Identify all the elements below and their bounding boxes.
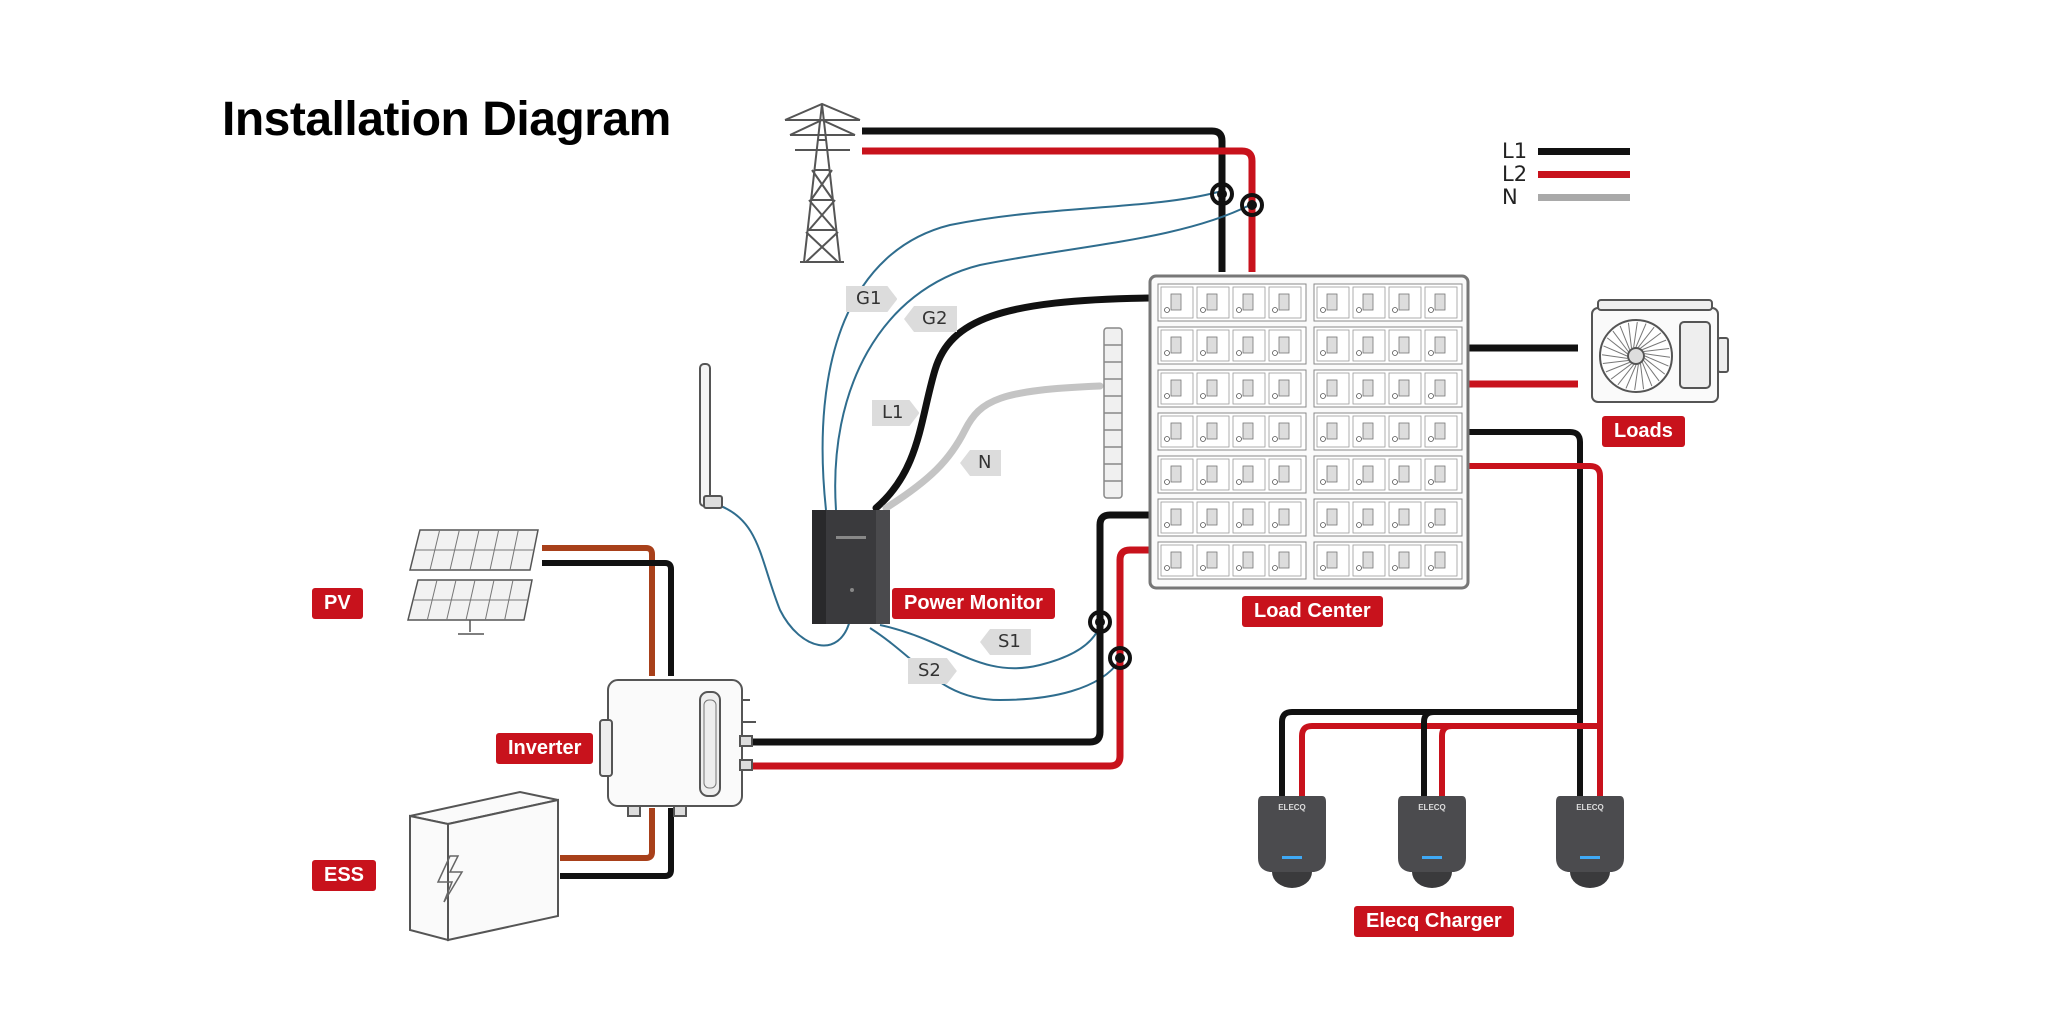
loads-label: Loads xyxy=(1602,416,1685,447)
breaker xyxy=(1313,412,1463,451)
power-monitor-device xyxy=(812,510,890,624)
ess-battery-device xyxy=(409,790,559,942)
load-center-panel xyxy=(1148,274,1470,590)
breaker xyxy=(1313,455,1463,494)
grid-l1-wire xyxy=(862,127,1226,272)
legend-label-l2: L2 xyxy=(1502,162,1528,186)
ct-clamp-s1 xyxy=(1088,610,1112,634)
breaker xyxy=(1157,283,1307,322)
loads-wires xyxy=(1468,344,1578,388)
elecq-charger-device-3: ELECQ xyxy=(1556,796,1624,888)
page-title: Installation Diagram xyxy=(222,93,671,146)
ct-clamps xyxy=(1088,182,1264,670)
ess-label: ESS xyxy=(312,860,377,891)
lightning-icon xyxy=(436,855,464,903)
load-center-label: Load Center xyxy=(1242,596,1383,627)
breaker xyxy=(1157,455,1307,494)
inverter-label: Inverter xyxy=(496,733,594,764)
wire-tag-s1: S1 xyxy=(980,629,1031,655)
breaker-grid xyxy=(1157,283,1463,580)
elecq-charger-device-1: ELECQ xyxy=(1258,796,1326,888)
antenna-icon xyxy=(699,363,723,509)
ess-neg-wire xyxy=(560,808,674,879)
charger-brand-mark: ELECQ xyxy=(1278,803,1306,812)
breaker xyxy=(1313,283,1463,322)
legend-swatch-l1 xyxy=(1538,148,1630,155)
elecq-charger-label: Elecq Charger xyxy=(1354,906,1514,937)
inverter-device xyxy=(599,679,756,817)
monitor-l1-wire xyxy=(872,294,1154,512)
ct-g2-cable xyxy=(834,204,1251,511)
pv-label: PV xyxy=(312,588,363,619)
charger-brand-mark: ELECQ xyxy=(1418,803,1446,812)
legend-row-l1: L1 xyxy=(1502,140,1630,163)
pv-pos-wire xyxy=(542,545,655,676)
ct-clamp-s2 xyxy=(1108,646,1132,670)
pv-neg-wire xyxy=(542,560,674,676)
legend-swatch-l2 xyxy=(1538,171,1630,178)
charger-l2-trunk xyxy=(1468,463,1603,796)
power-monitor-label: Power Monitor xyxy=(892,588,1055,619)
antenna-cable xyxy=(717,504,851,647)
breaker xyxy=(1157,541,1307,580)
wire-tag-g2: G2 xyxy=(904,306,958,332)
monitor-n-wire xyxy=(882,382,1104,512)
sensor-cables xyxy=(717,191,1251,702)
ct-clamp-g2 xyxy=(1240,193,1264,217)
legend-label-l1: L1 xyxy=(1502,139,1528,163)
solar-panel-icon xyxy=(407,529,539,635)
neutral-bus-bar xyxy=(1103,327,1123,499)
ct-g1-cable xyxy=(821,191,1219,511)
breaker xyxy=(1157,498,1307,537)
wire-tag-n: N xyxy=(960,450,1002,476)
charger-brand-mark: ELECQ xyxy=(1576,803,1604,812)
inverter-l2-wire xyxy=(752,546,1150,770)
wire-tag-g1: G1 xyxy=(846,286,897,312)
monitor-wires xyxy=(872,294,1154,512)
dc-wires xyxy=(542,545,674,879)
fan-blades xyxy=(1601,321,1671,391)
ct-clamp-g1 xyxy=(1210,182,1234,206)
charger2-l1-wire xyxy=(1421,709,1580,796)
legend-row-l2: L2 xyxy=(1502,163,1630,186)
wire-tag-l1: L1 xyxy=(872,400,919,426)
ess-pos-wire xyxy=(560,808,655,861)
wire-tag-s2: S2 xyxy=(908,658,957,684)
charger-wires xyxy=(1279,429,1603,796)
utility-tower-icon xyxy=(784,102,861,263)
breaker xyxy=(1157,326,1307,365)
grid-l2-wire xyxy=(862,147,1256,272)
legend-row-n: N xyxy=(1502,186,1630,209)
pv-cell-grid xyxy=(414,529,534,621)
inverter-l1-wire xyxy=(752,511,1150,746)
breaker xyxy=(1157,412,1307,451)
air-conditioner-icon xyxy=(1591,299,1729,403)
breaker xyxy=(1313,541,1463,580)
grid-wires xyxy=(862,127,1256,272)
charger1-l2-wire xyxy=(1299,723,1600,796)
charger2-l2-wire xyxy=(1439,723,1600,796)
breaker xyxy=(1313,498,1463,537)
charger-l1-trunk xyxy=(1468,429,1583,796)
wire-legend: L1 L2 N xyxy=(1502,140,1630,209)
breaker xyxy=(1313,369,1463,408)
breaker xyxy=(1157,369,1307,408)
ct-s1-cable xyxy=(879,624,1101,670)
charger1-l1-wire xyxy=(1279,709,1580,796)
legend-label-n: N xyxy=(1502,185,1518,209)
elecq-chargers: ELECQ ELECQ ELECQ xyxy=(1258,796,1624,888)
legend-swatch-n xyxy=(1538,194,1630,201)
breaker xyxy=(1313,326,1463,365)
ct-s2-cable xyxy=(869,627,1121,702)
elecq-charger-device-2: ELECQ xyxy=(1398,796,1466,888)
